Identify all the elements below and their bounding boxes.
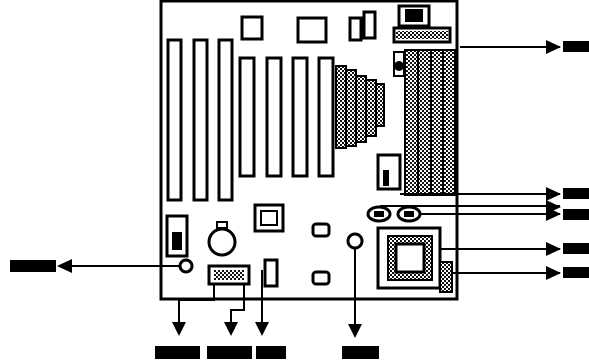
chip	[311, 222, 331, 238]
bottom-label-blocks	[155, 346, 379, 359]
pci-slot	[265, 56, 283, 178]
chip	[253, 203, 285, 233]
arrowhead-icon	[546, 207, 561, 221]
battery	[207, 221, 237, 257]
arrowhead-icon	[57, 259, 72, 273]
bottom-arrowheads	[172, 322, 362, 338]
callout-label-block	[563, 188, 589, 199]
test-point	[346, 232, 364, 250]
callout-label-block	[563, 243, 589, 254]
cpu-socket	[376, 226, 453, 293]
callout-leader	[230, 284, 245, 328]
pci-slot	[291, 56, 309, 178]
arrowhead-icon	[255, 322, 269, 336]
callout-label-block	[563, 267, 589, 278]
center-chips	[253, 203, 331, 286]
arrowhead-icon	[546, 242, 561, 256]
right-arrowheads	[546, 40, 561, 280]
isa-slot	[166, 38, 183, 202]
chip	[348, 16, 363, 42]
callout-label-block	[342, 346, 379, 359]
isa-slots	[166, 38, 234, 202]
chip	[362, 10, 377, 40]
pci-slots	[238, 56, 335, 178]
arrowhead-icon	[348, 324, 362, 338]
arrowhead-icon	[172, 322, 186, 336]
jumper-top	[393, 51, 405, 77]
chip	[240, 15, 264, 41]
arrowhead-icon	[224, 322, 238, 336]
bottom-callouts	[178, 248, 356, 330]
pci-slot	[317, 56, 335, 178]
callout-leader	[178, 284, 215, 328]
callout-label-block	[207, 346, 252, 359]
right-label-blocks	[563, 41, 589, 278]
arrowhead-icon	[546, 187, 561, 201]
pci-slot	[238, 56, 256, 178]
arrowhead-icon	[546, 40, 561, 54]
callout-label-block	[256, 346, 286, 359]
right-callouts	[380, 46, 560, 274]
chip	[296, 16, 328, 44]
memory-bank	[404, 49, 456, 196]
riser-connectors	[335, 65, 385, 149]
top-chips	[240, 4, 452, 44]
chip	[311, 270, 331, 286]
callout-label-block	[563, 41, 589, 52]
callout-label-block	[155, 346, 200, 359]
callout-label-block	[10, 260, 56, 272]
bottom-left-connectors	[165, 214, 279, 288]
isa-slot	[217, 38, 234, 202]
isa-slot	[192, 38, 209, 202]
callout-label-block	[563, 209, 589, 220]
arrowhead-icon	[546, 266, 561, 280]
